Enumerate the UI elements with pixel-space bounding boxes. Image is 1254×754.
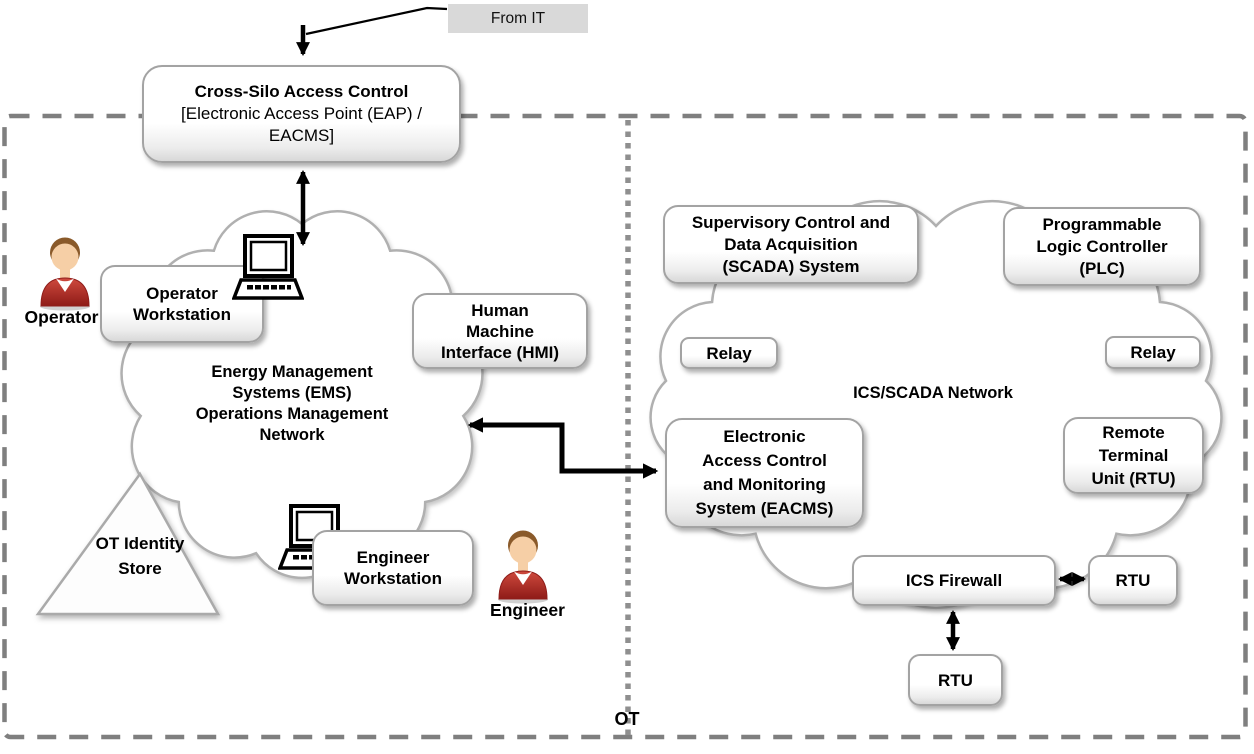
operator-person-icon — [36, 233, 94, 316]
hmi-line2: Machine — [465, 321, 535, 341]
cross-silo-title: Cross-Silo Access Control — [194, 82, 409, 101]
plc-line2: Logic Controller — [1036, 236, 1168, 256]
engineer-label: Engineer — [490, 600, 565, 620]
eacms-line4: System (EACMS) — [695, 499, 834, 518]
node-engineer-workstation: Engineer Workstation — [312, 530, 474, 606]
plc-line3: (PLC) — [1079, 258, 1125, 278]
rtu-right-label: RTU — [1115, 571, 1151, 590]
eacms-line2: Access Control — [702, 451, 827, 470]
rtu-main-line1: Remote — [1102, 423, 1165, 442]
node-plc: Programmable Logic Controller (PLC) — [1003, 207, 1201, 286]
node-scada-system: Supervisory Control and Data Acquisition… — [663, 205, 919, 284]
rtu-main-line2: Terminal — [1098, 446, 1169, 465]
from-it-tag: From IT — [448, 4, 588, 33]
eacms-line1: Electronic — [723, 427, 806, 446]
node-ics-firewall: ICS Firewall — [852, 555, 1056, 606]
node-eacms: Electronic Access Control and Monitoring… — [665, 418, 864, 528]
node-rtu-bottom: RTU — [908, 654, 1003, 706]
rtu-bottom-label: RTU — [938, 670, 973, 690]
cross-silo-subtitle-1: [Electronic Access Point (EAP) / — [181, 104, 422, 123]
engineer-ws-line2: Workstation — [344, 569, 442, 588]
relay-right-label: Relay — [1130, 343, 1176, 362]
operator-laptop-icon — [231, 234, 305, 309]
from-it-label: From IT — [490, 9, 546, 27]
operator-label: Operator — [24, 307, 99, 327]
ems-to-eacms-arrow — [467, 417, 659, 479]
ics-firewall-label: ICS Firewall — [905, 571, 1003, 590]
node-relay-left: Relay — [680, 337, 778, 369]
eacms-line3: and Monitoring — [703, 475, 826, 494]
node-hmi: Human Machine Interface (HMI) — [412, 293, 588, 369]
rtu-main-line3: Unit (RTU) — [1091, 469, 1176, 488]
engineer-person-icon — [494, 526, 552, 609]
scada-line2: Data Acquisition — [724, 234, 858, 254]
node-operator-workstation: Operator Workstation — [100, 265, 264, 343]
cross-silo-subtitle-2: EACMS] — [268, 126, 335, 145]
node-relay-right: Relay — [1105, 336, 1201, 369]
engineer-ws-line1: Engineer — [356, 548, 430, 567]
relay-left-label: Relay — [706, 343, 752, 363]
hmi-line3: Interface (HMI) — [440, 342, 560, 362]
plc-line1: Programmable — [1042, 214, 1162, 234]
from-it-leader-line — [305, 6, 448, 36]
scada-line3: (SCADA) System — [722, 256, 860, 276]
ot-boundary-dashed-border — [2, 113, 1248, 740]
operator-ws-line1: Operator — [146, 284, 218, 303]
node-cross-silo-access-control: Cross-Silo Access Control [Electronic Ac… — [142, 65, 461, 163]
ics-scada-network-label: ICS/SCADA Network — [853, 384, 1013, 402]
ot-identity-store-label: OT Identity Store — [95, 534, 185, 578]
scada-line1: Supervisory Control and — [691, 212, 891, 232]
operator-ws-line2: Workstation — [133, 305, 231, 324]
hmi-line1: Human — [471, 300, 529, 320]
ot-identity-store-triangle — [35, 471, 221, 616]
ot-zone-label: OT — [614, 709, 640, 729]
node-rtu-main: Remote Terminal Unit (RTU) — [1063, 417, 1204, 494]
node-rtu-right: RTU — [1088, 555, 1178, 606]
ems-cloud-label: Energy Management Systems (EMS) Operatio… — [195, 363, 389, 444]
